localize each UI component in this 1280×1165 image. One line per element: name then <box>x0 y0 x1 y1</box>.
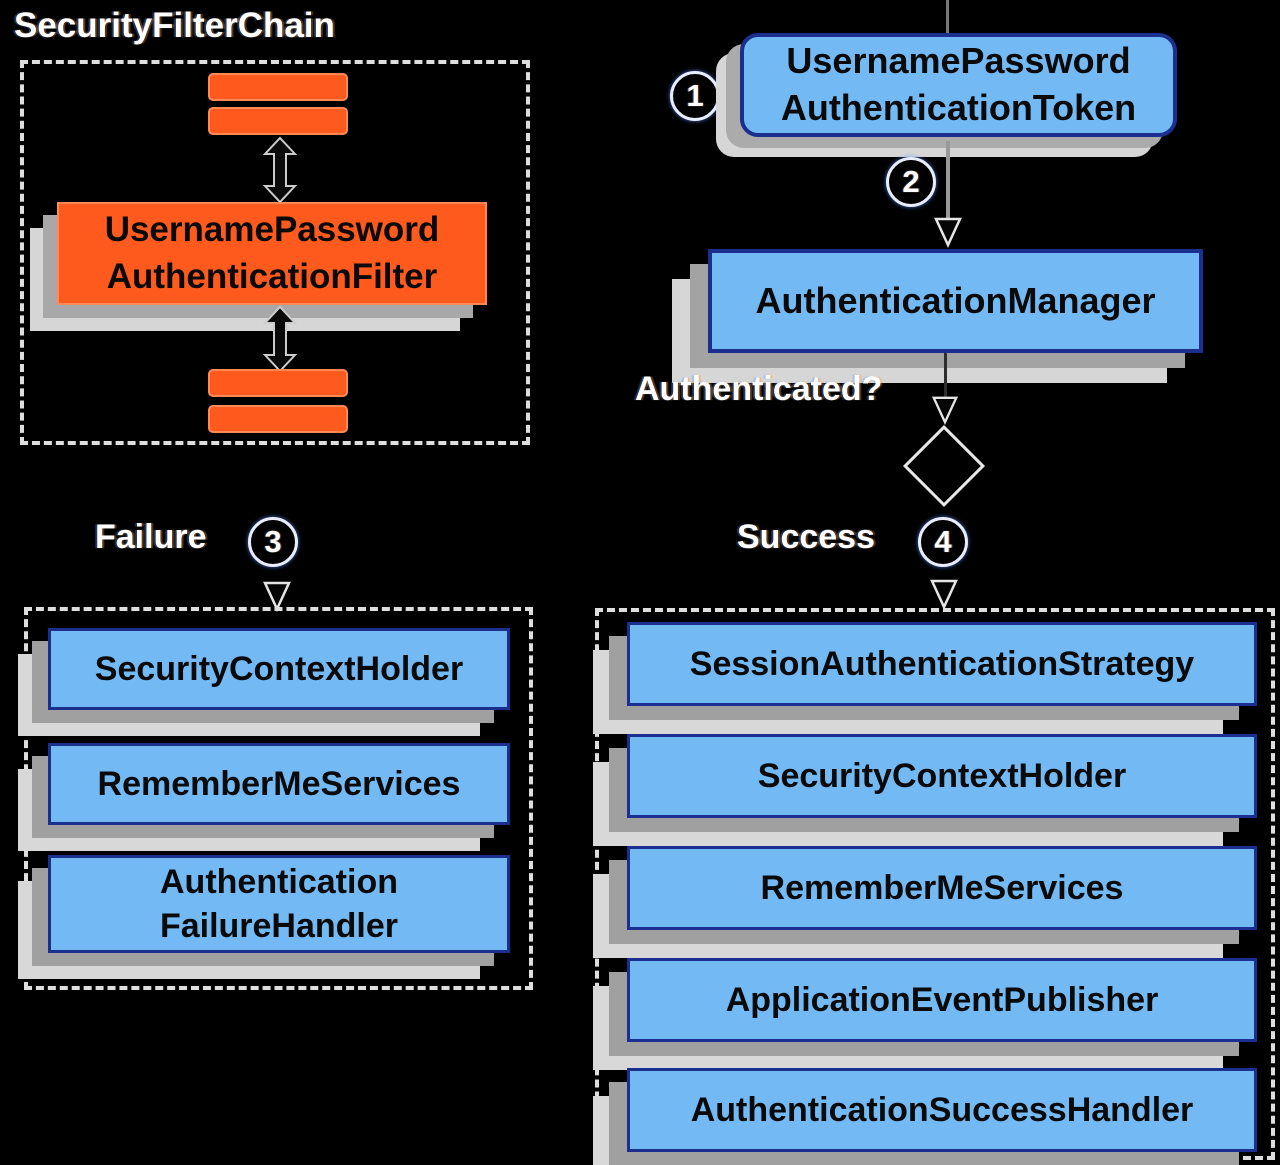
filter-box-line2: AuthenticationFilter <box>106 256 438 296</box>
incoming-flow-line <box>946 0 949 33</box>
security-context-holder-success-box: SecurityContextHolder <box>627 734 1257 818</box>
authentication-success-handler-box: AuthenticationSuccessHandler <box>627 1068 1257 1152</box>
down-arrowhead-icon <box>930 579 958 610</box>
box-label-line2: FailureHandler <box>159 907 399 945</box>
token-to-manager-line <box>946 141 950 221</box>
step-3-badge: 3 <box>248 517 298 567</box>
success-handlers-box <box>595 608 1275 1160</box>
box-label: AuthenticationSuccessHandler <box>690 1090 1194 1129</box>
decision-diamond <box>902 424 986 508</box>
failure-handlers-box <box>24 607 533 990</box>
session-authentication-strategy-box: SessionAuthenticationStrategy <box>627 622 1257 706</box>
token-box-line1: UsernamePassword <box>786 40 1131 82</box>
token-box-line2: AuthenticationToken <box>780 87 1137 128</box>
success-label: Success <box>737 518 875 556</box>
filter-box-line1: UsernamePassword <box>104 210 440 250</box>
username-password-authentication-token-box: UsernamePassword AuthenticationToken <box>740 33 1177 137</box>
filter-slot-bar <box>208 405 348 433</box>
manager-box-label: AuthenticationManager <box>755 280 1156 321</box>
filter-slot-bar <box>208 73 348 101</box>
box-label: ApplicationEventPublisher <box>725 980 1159 1019</box>
failure-label: Failure <box>95 518 207 556</box>
manager-to-decision-line <box>944 353 947 397</box>
remember-me-services-box: RememberMeServices <box>48 743 510 825</box>
double-arrow-icon <box>262 136 298 204</box>
security-filter-chain-title: SecurityFilterChain <box>14 6 335 45</box>
down-arrowhead-icon <box>931 396 959 425</box>
authentication-manager-box: AuthenticationManager <box>708 249 1203 353</box>
authenticated-question-label: Authenticated? <box>635 370 883 408</box>
filter-slot-bar <box>208 107 348 135</box>
box-label: SecurityContextHolder <box>757 756 1127 795</box>
down-arrowhead-icon <box>934 217 962 248</box>
security-context-holder-box: SecurityContextHolder <box>48 628 510 710</box>
step-4-badge: 4 <box>918 517 968 567</box>
remember-me-services-success-box: RememberMeServices <box>627 846 1257 930</box>
double-arrow-icon <box>262 305 298 373</box>
authentication-failure-handler-box: Authentication FailureHandler <box>48 855 510 953</box>
box-label: SecurityContextHolder <box>94 649 464 688</box>
box-label: RememberMeServices <box>760 868 1124 907</box>
down-arrowhead-icon <box>263 581 291 612</box>
step-1-badge: 1 <box>670 71 720 121</box>
box-label-line1: Authentication <box>160 862 398 901</box>
username-password-authentication-filter-box: UsernamePassword AuthenticationFilter <box>57 202 487 305</box>
step-2-badge: 2 <box>886 157 936 207</box>
box-label: SessionAuthenticationStrategy <box>689 644 1195 683</box>
application-event-publisher-box: ApplicationEventPublisher <box>627 958 1257 1042</box>
security-filter-chain-box <box>20 60 530 445</box>
box-label: RememberMeServices <box>97 764 461 803</box>
filter-slot-bar <box>208 369 348 397</box>
